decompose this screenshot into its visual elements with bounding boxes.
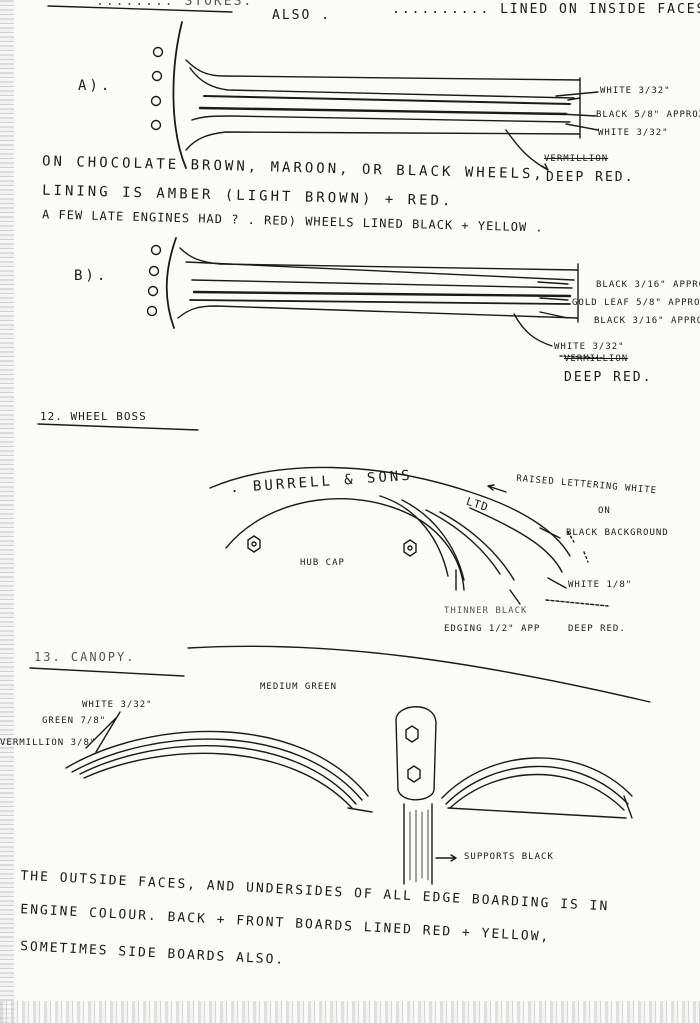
raised-lettering-3: BLACK BACKGROUND xyxy=(566,528,669,538)
scan-edge-left xyxy=(0,0,14,1023)
b-crossed-out: VERMILLION xyxy=(564,354,629,364)
hub-cap-label: HUB CAP xyxy=(300,558,345,568)
b-black-2: BLACK 3/16" APPROX xyxy=(594,316,700,326)
wheel-boss-drawing xyxy=(209,466,609,607)
boss-deep-red: DEEP RED. xyxy=(568,624,626,634)
top-cut-line: .......... LINED ON INSIDE FACES xyxy=(392,2,700,17)
b-gold-leaf: GOLD LEAF 5/8" APPROX xyxy=(572,298,700,308)
thinner-black-2: EDGING 1/2" APP xyxy=(444,624,541,634)
a-white-1: WHITE 3/32" xyxy=(600,86,671,96)
boss-white: WHITE 1/8" xyxy=(568,580,633,590)
raised-lettering-2: ON xyxy=(598,506,611,516)
a-white-2: WHITE 3/32" xyxy=(598,128,669,138)
canopy-green: GREEN 7/8" xyxy=(42,716,107,726)
a-black: BLACK 5/8" APPROX xyxy=(596,110,700,120)
a-crossed-out: VERMILLION xyxy=(544,154,609,164)
supports-label: SUPPORTS BLACK xyxy=(464,852,554,862)
section-12-heading: 12. WHEEL BOSS xyxy=(40,410,147,423)
top-also: ALSO . xyxy=(272,8,331,23)
scan-edge-bottom xyxy=(0,1001,700,1023)
spoke-a-drawing xyxy=(150,21,599,171)
label-b: B). xyxy=(74,268,109,284)
section-13-heading: 13. CANOPY. xyxy=(34,650,136,664)
b-black-1: BLACK 3/16" APPROX xyxy=(596,280,700,290)
canopy-white: WHITE 3/32" xyxy=(82,700,153,710)
label-a: A). xyxy=(78,78,113,94)
spoke-b-drawing xyxy=(146,237,603,359)
b-deep-red: DEEP RED. xyxy=(564,370,653,385)
b-white: WHITE 3/32" xyxy=(554,342,625,352)
canopy-vermillion: VERMILLION 3/8" xyxy=(0,738,97,748)
thinner-black-1: THINNER BLACK xyxy=(444,606,528,616)
a-deep-red: DEEP RED. xyxy=(546,170,635,185)
canopy-drawing xyxy=(65,645,651,885)
canopy-medium-green: MEDIUM GREEN xyxy=(260,682,338,692)
top-cut-heading: ........ STOKES. xyxy=(96,0,254,9)
